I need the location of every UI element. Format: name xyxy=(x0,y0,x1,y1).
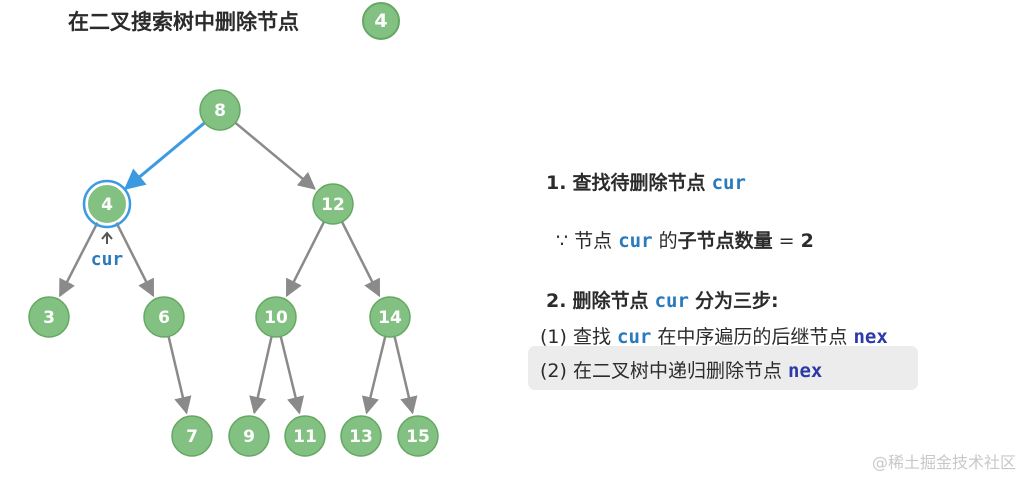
edge-n12-n14 xyxy=(340,221,381,298)
step-2-tail: 分为三步: xyxy=(694,290,779,312)
edge-n14-n15 xyxy=(393,336,418,415)
node-circle xyxy=(228,415,270,457)
step-1-number: 1. xyxy=(546,172,567,194)
step-badge: 4 xyxy=(362,2,400,40)
step-1-code: cur xyxy=(711,172,746,194)
node-circle xyxy=(255,296,297,338)
node-circle xyxy=(143,296,185,338)
edge-n10-n11 xyxy=(279,336,305,415)
tree-node-12: 12 xyxy=(312,183,354,225)
node-circle xyxy=(397,415,439,457)
edge-n8-n12 xyxy=(234,121,316,190)
tree-node-11: 11 xyxy=(284,415,326,457)
watermark: @稀土掘金技术社区 xyxy=(871,453,1016,472)
edge-n6-n7 xyxy=(167,336,192,415)
node-label: 9 xyxy=(243,427,255,447)
node-label: 4 xyxy=(101,195,113,215)
sub-step-2: (2) 在二叉树中递归删除节点 nex xyxy=(540,356,822,383)
step-2-code: cur xyxy=(654,290,689,312)
tree-node-10: 10 xyxy=(255,296,297,338)
step-2: 2. 删除节点 cur 分为三步: xyxy=(546,286,779,313)
sub-step-2-text: 在二叉树中递归删除节点 xyxy=(572,360,782,382)
condition-equals: = xyxy=(778,230,795,252)
sub-step-1-mid: 在中序遍历的后继节点 xyxy=(657,326,848,348)
edge-n8-n4 xyxy=(123,121,206,190)
step-2-text: 删除节点 xyxy=(572,290,649,312)
condition-code: cur xyxy=(618,230,653,252)
node-label: 3 xyxy=(43,308,55,328)
sub-step-1-text: 查找 xyxy=(572,326,611,348)
node-label: 8 xyxy=(214,101,226,121)
edge-n14-n13 xyxy=(361,336,387,415)
node-label: 15 xyxy=(406,427,430,447)
cur-pointer-arrow xyxy=(101,231,113,244)
tree-node-7: 7 xyxy=(171,415,213,457)
tree-node-14: 14 xyxy=(369,296,411,338)
edge-n4-n6 xyxy=(114,221,155,298)
edge-n4-n3 xyxy=(58,221,99,298)
condition-line: ∵ 节点 cur 的子节点数量 = 2 xyxy=(556,226,814,253)
condition-child-count: 子节点数量 xyxy=(677,230,773,252)
cur-pointer-label: cur xyxy=(91,249,124,270)
node-circle xyxy=(199,89,241,131)
node-label: 7 xyxy=(186,427,198,447)
node-circle xyxy=(312,183,354,225)
node-circle xyxy=(86,183,128,225)
edge-n10-n9 xyxy=(249,336,273,415)
step-2-number: 2. xyxy=(546,290,567,312)
node-circle xyxy=(28,296,70,338)
condition-de: 的 xyxy=(658,230,678,252)
page-title: 在二叉搜索树中删除节点 xyxy=(68,10,299,34)
sub-step-2-code: nex xyxy=(788,360,823,382)
step-1: 1. 查找待删除节点 cur xyxy=(546,168,746,195)
sub-step-2-number: (2) xyxy=(540,360,567,382)
tree-node-13: 13 xyxy=(340,415,382,457)
because-symbol: ∵ xyxy=(556,230,569,252)
tree-node-3: 3 xyxy=(28,296,70,338)
tree-node-8: 8 xyxy=(199,89,241,131)
node-label: 10 xyxy=(264,308,288,328)
tree-node-15: 15 xyxy=(397,415,439,457)
node-circle xyxy=(284,415,326,457)
node-circle xyxy=(369,296,411,338)
edge-n12-n10 xyxy=(285,221,326,298)
tree-node-9: 9 xyxy=(228,415,270,457)
condition-value: 2 xyxy=(800,230,814,252)
node-circle xyxy=(340,415,382,457)
tree-node-6: 6 xyxy=(143,296,185,338)
node-label: 11 xyxy=(293,427,317,447)
sub-step-1: (1) 查找 cur 在中序遍历的后继节点 nex xyxy=(540,322,888,349)
tree-node-4: 4 xyxy=(82,179,132,229)
step-1-text: 查找待删除节点 xyxy=(572,172,706,194)
condition-node: 节点 xyxy=(574,230,613,252)
node-label: 14 xyxy=(378,308,402,328)
node-circle xyxy=(171,415,213,457)
node-label: 12 xyxy=(321,195,345,215)
node-label: 13 xyxy=(349,427,373,447)
node-label: 6 xyxy=(158,308,170,328)
sub-step-1-code-2: nex xyxy=(853,326,888,348)
sub-step-1-code: cur xyxy=(617,326,652,348)
sub-step-1-number: (1) xyxy=(540,326,567,348)
current-step-highlight xyxy=(528,346,918,390)
highlight-ring xyxy=(82,179,132,229)
